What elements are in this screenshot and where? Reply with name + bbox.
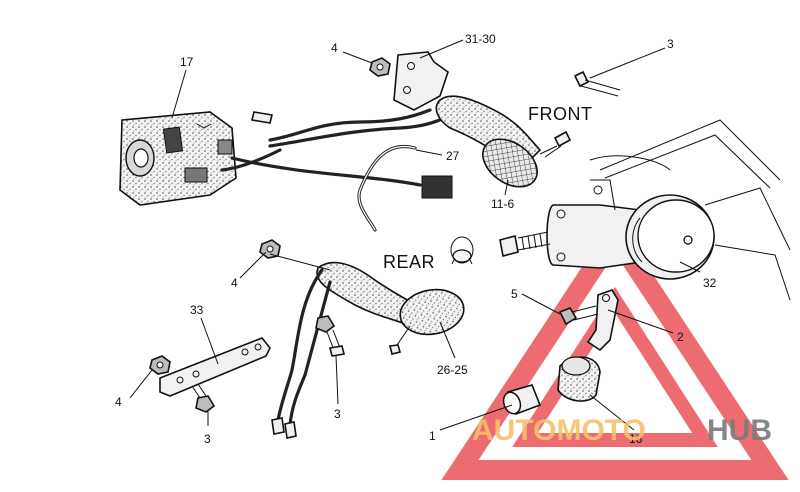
switch-wiring xyxy=(230,108,457,199)
watermark-automoto: AUTOMOTO xyxy=(472,414,646,447)
callout-33: 33 xyxy=(190,303,204,317)
callout-11-6: 11-6 xyxy=(491,197,514,211)
callout-27: 27 xyxy=(446,149,460,163)
callout-26-25: 26-25 xyxy=(437,363,468,377)
handlebar-switch-17 xyxy=(119,111,282,206)
callout-3-top: 3 xyxy=(667,37,674,51)
rear-indicator-assembly xyxy=(259,236,474,439)
wire-clip-27 xyxy=(357,144,417,232)
callout-3-bottom-mid: 3 xyxy=(334,407,341,421)
callout-4-mid: 4 xyxy=(231,276,238,290)
rear-label: REAR xyxy=(383,252,435,272)
callout-3-bottom-left: 3 xyxy=(204,432,211,446)
watermark-hub: HUB xyxy=(707,414,772,447)
callout-4-top: 4 xyxy=(331,41,338,55)
spacer-1 xyxy=(502,384,542,416)
bracket-2 xyxy=(558,289,619,352)
lens-16 xyxy=(557,356,601,402)
callout-2: 2 xyxy=(677,330,684,344)
callout-31-30: 31-30 xyxy=(465,32,496,46)
rear-bulb xyxy=(450,236,474,265)
callout-5: 5 xyxy=(511,287,518,301)
front-indicator-assembly xyxy=(369,51,621,188)
callout-16: 16 xyxy=(629,432,643,446)
callout-32: 32 xyxy=(703,276,717,290)
watermark-text: AUTOMOTO HUB xyxy=(472,414,772,447)
callout-4-bottom: 4 xyxy=(115,395,122,409)
callout-1: 1 xyxy=(429,429,436,443)
plate-33 xyxy=(149,337,271,413)
frame-outline xyxy=(589,119,791,301)
callout-17: 17 xyxy=(180,55,194,69)
front-label: FRONT xyxy=(528,104,593,124)
leader-lines xyxy=(129,39,701,431)
horn-assembly xyxy=(499,179,715,280)
